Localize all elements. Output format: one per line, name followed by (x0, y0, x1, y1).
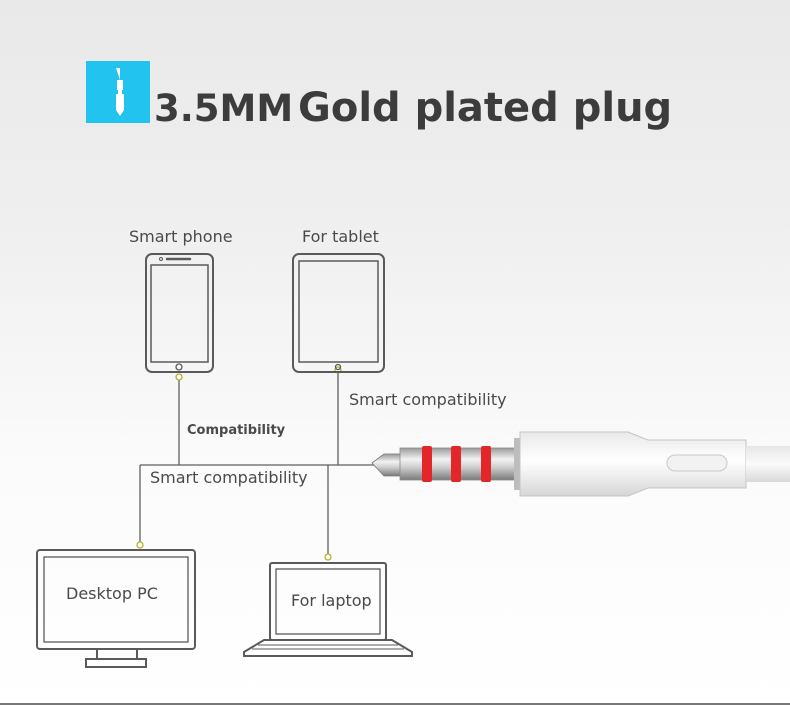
smart-compatibility-bus-label: Smart compatibility (150, 468, 308, 487)
smart-phone-icon (145, 253, 214, 373)
laptop-label: For laptop (291, 591, 372, 610)
laptop-icon (243, 562, 413, 657)
laptop: For laptop (243, 562, 413, 657)
plug-glyph (116, 68, 124, 116)
header: 3.5MM Gold plated plug (86, 61, 672, 131)
smart-phone: Smart phone (129, 227, 233, 373)
desktop-pc: Desktop PC (36, 549, 196, 668)
plug-collar (514, 438, 524, 490)
tablet: For tablet (292, 227, 385, 373)
tablet-label: For tablet (302, 227, 379, 246)
smart-phone-label: Smart phone (129, 227, 233, 246)
plug-rings (422, 446, 491, 482)
smart-compatibility-right-label: Smart compatibility (349, 390, 507, 409)
plug-housing (519, 431, 747, 497)
plug-tip (371, 453, 403, 477)
desktop-monitor-icon (36, 549, 196, 668)
desktop-label: Desktop PC (66, 584, 158, 603)
audio-plug-3.5mm (371, 431, 790, 497)
plug-grip-slot (666, 454, 728, 472)
page-title: Gold plated plug (298, 85, 672, 131)
title-prefix: 3.5MM (154, 87, 293, 130)
connection-dots (136, 366, 342, 561)
compatibility-label: Compatibility (187, 423, 286, 438)
connection-lines (139, 372, 380, 558)
cable (746, 446, 790, 482)
tablet-icon (292, 253, 385, 373)
